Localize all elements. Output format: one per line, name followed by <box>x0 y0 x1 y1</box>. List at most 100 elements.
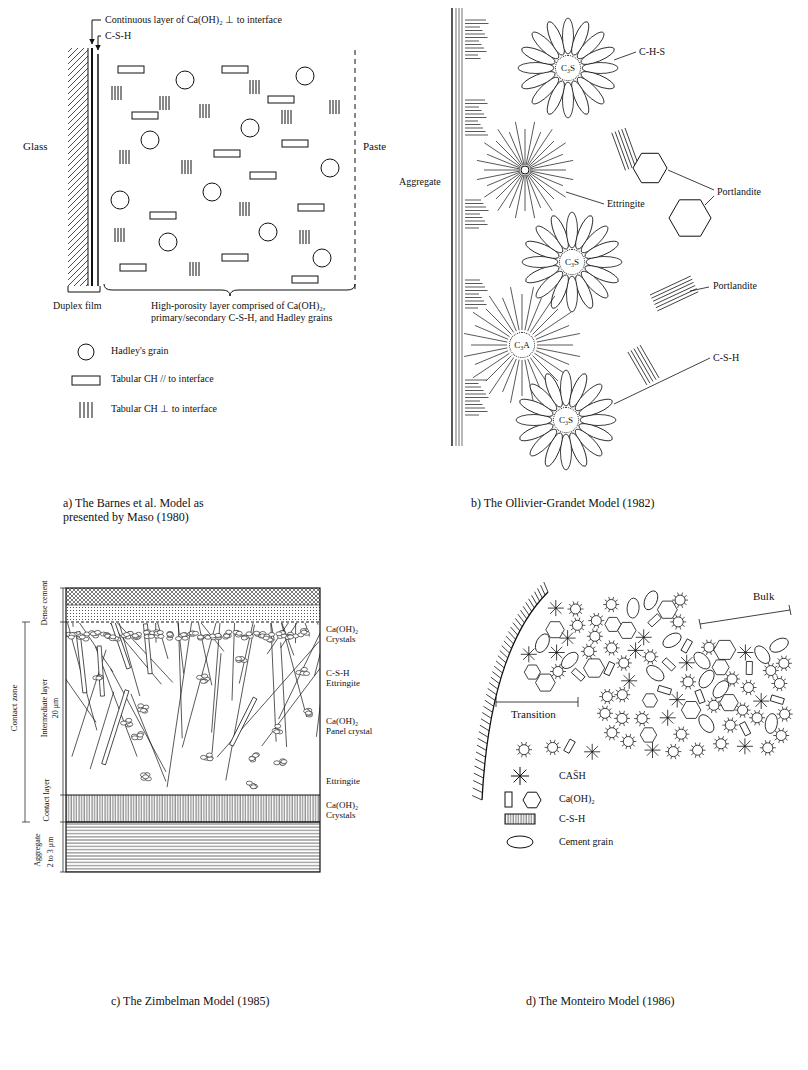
csh-grain <box>606 600 616 610</box>
grain-core: C₃S <box>559 249 585 275</box>
ettringite-needle <box>182 623 222 747</box>
legend-text: Tabular CH ⊥ to interface <box>110 403 218 415</box>
legend-symbol <box>523 792 541 808</box>
csh-fuzz <box>713 736 729 751</box>
ch-panel-crystal <box>97 646 104 696</box>
ch-crystal <box>236 631 242 635</box>
tabular-ch-perpendicular <box>182 160 191 174</box>
tabular-ch-perpendicular <box>115 228 124 242</box>
ch-crystal <box>304 672 310 676</box>
ollivier-grandet-model <box>452 8 714 470</box>
ettringite-needle <box>66 623 97 730</box>
crystal-bundle <box>612 128 639 170</box>
part-label: Contact zone <box>9 683 19 732</box>
zimbelman-model <box>66 605 320 606</box>
csh-fuzz <box>701 640 717 655</box>
ch-plate <box>746 661 752 674</box>
csh-grain <box>727 674 737 684</box>
ch-crystal <box>281 760 287 764</box>
ch-crystal <box>241 636 247 640</box>
zimbelman-model <box>66 795 320 796</box>
ch-panel-crystal <box>102 690 129 765</box>
csh-fuzz <box>597 706 613 721</box>
tabular-ch-perpendicular <box>240 202 249 216</box>
part-label: Dense cement <box>40 579 49 626</box>
csh-fuzz <box>604 725 620 740</box>
cash-asterisk <box>560 630 576 646</box>
aggregate-hatch <box>66 822 320 872</box>
tabular-ch-perpendicular <box>300 230 309 244</box>
ettringite-needle <box>281 623 320 648</box>
csh-grain <box>600 708 610 718</box>
csh-fuzz <box>680 674 696 689</box>
ch-crystal <box>246 632 252 636</box>
ch-hexagon <box>605 617 621 631</box>
ettringite-needle <box>298 623 318 625</box>
tabular-ch <box>214 150 240 157</box>
ch-crystal <box>254 631 260 635</box>
cash-asterisk <box>660 710 676 726</box>
part-label: Glass <box>22 140 48 153</box>
ch-layer <box>91 48 93 286</box>
grain-core: C₃S <box>555 55 581 81</box>
cash-asterisk <box>628 642 644 658</box>
ch-plates <box>465 100 488 135</box>
ch-plate <box>770 695 784 705</box>
ch-crystal <box>215 633 221 637</box>
ch-crystal <box>167 632 173 636</box>
csh-fuzz <box>773 728 789 743</box>
dimension-line <box>60 588 66 872</box>
ch-crystal <box>301 667 307 671</box>
part-label: Ca(OH)₂ Panel crystal <box>325 716 377 737</box>
ch-plate <box>739 722 750 736</box>
csh-fuzz <box>614 687 630 702</box>
tabular-ch-perpendicular <box>282 110 291 124</box>
csh-fuzz <box>604 640 620 655</box>
ettringite-needle <box>279 623 320 719</box>
part-label: Ettringite <box>606 198 646 210</box>
csh-fuzz <box>616 655 632 670</box>
section-frame <box>66 588 320 872</box>
ettringite-needle <box>95 647 137 757</box>
cement-grain <box>767 635 790 655</box>
legend-text: Hadley's grain <box>110 345 170 357</box>
hadley-grain <box>296 67 314 85</box>
cement-grain <box>764 713 779 735</box>
ch-hexagon <box>720 695 739 711</box>
leader-line <box>705 196 714 205</box>
legend-symbol <box>80 402 92 418</box>
hadley-grain <box>111 191 129 209</box>
csh-grain <box>779 658 789 668</box>
part-label: High-porosity layer comprised of Ca(OH)₂… <box>150 300 337 323</box>
cash-asterisk <box>737 645 753 661</box>
ch-plate <box>604 661 615 675</box>
ch-crystal <box>132 634 138 638</box>
ch-crystal <box>137 733 143 737</box>
ch-crystal <box>68 635 74 639</box>
ch-hexagon <box>657 601 677 618</box>
csh-fuzz <box>569 618 585 633</box>
csh-fuzz <box>634 711 650 726</box>
tabular-ch <box>150 212 176 219</box>
part-label: Portlandite <box>716 186 762 198</box>
csh-grain <box>607 643 617 653</box>
ch-crystal <box>249 757 255 761</box>
leader-line <box>566 192 604 204</box>
csh-grain <box>738 705 748 715</box>
grain-label: C₃S <box>559 416 573 425</box>
ettringite-burst <box>477 122 573 218</box>
ch-crystal <box>242 635 248 639</box>
cash-asterisk <box>753 693 769 709</box>
ch-crystal <box>274 761 280 765</box>
legend-text: Cement grain <box>558 836 614 848</box>
ch-hexagon <box>524 665 540 679</box>
csh-grain <box>591 616 601 626</box>
leader-line <box>690 287 709 291</box>
cash-asterisk <box>521 646 537 662</box>
csh-grain <box>752 713 762 723</box>
brace <box>104 284 355 296</box>
csh-film <box>456 8 462 446</box>
ch-crystal <box>110 635 116 639</box>
cash-asterisk <box>584 744 600 760</box>
